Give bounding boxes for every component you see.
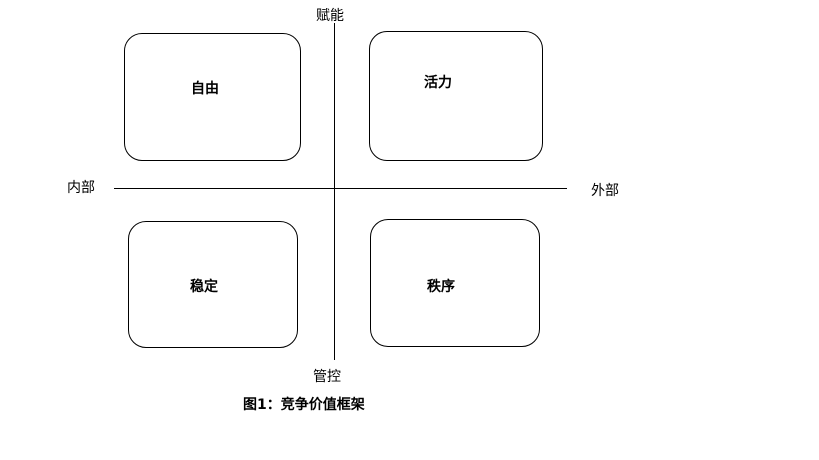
horizontal-axis	[114, 188, 567, 189]
axis-label-left: 内部	[67, 180, 95, 196]
axis-label-top: 赋能	[316, 8, 344, 24]
figure-caption: 图1：竞争价值框架	[243, 397, 365, 413]
vertical-axis	[334, 23, 335, 360]
quadrant-label: 活力	[424, 75, 452, 91]
quadrant-top-right: 活力	[369, 31, 543, 161]
quadrant-bottom-left: 稳定	[128, 221, 298, 348]
quadrant-label: 稳定	[190, 279, 218, 295]
quadrant-top-left: 自由	[124, 33, 301, 161]
quadrant-label: 自由	[191, 81, 219, 97]
quadrant-label: 秩序	[427, 279, 455, 295]
axis-label-right: 外部	[591, 183, 619, 199]
quadrant-bottom-right: 秩序	[370, 219, 540, 347]
axis-label-bottom: 管控	[313, 369, 341, 385]
